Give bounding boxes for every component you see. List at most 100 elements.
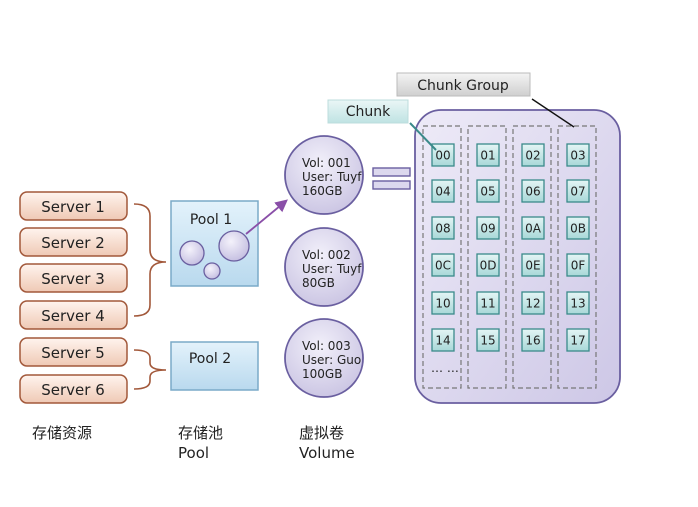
volume-003: Vol: 003 User: Guo 100GB bbox=[284, 318, 364, 398]
chunk-box bbox=[476, 216, 500, 240]
callout-pointer bbox=[531, 98, 575, 128]
chunk-box bbox=[521, 328, 545, 352]
chunk-box bbox=[431, 253, 455, 277]
pool-label: Pool 1 bbox=[190, 212, 232, 228]
chunk-label: 15 bbox=[480, 334, 495, 348]
pool-label: Pool 2 bbox=[189, 351, 231, 367]
chunk-label: 07 bbox=[570, 185, 585, 199]
volume-user: User: Guo bbox=[302, 353, 361, 367]
chunk-label: 0E bbox=[525, 259, 540, 273]
chunk-17: 17 bbox=[566, 328, 590, 352]
chunk-box bbox=[566, 216, 590, 240]
callout-box bbox=[327, 99, 409, 124]
chunk-label: 14 bbox=[435, 334, 450, 348]
server-6: Server 6 bbox=[19, 374, 128, 404]
brace-servers-1-4 bbox=[133, 203, 167, 317]
server-5: Server 5 bbox=[19, 337, 128, 367]
chunk-box bbox=[521, 291, 545, 315]
chunk-label: 09 bbox=[480, 222, 495, 236]
chunk-09: 09 bbox=[476, 216, 500, 240]
chunk-box bbox=[431, 216, 455, 240]
chunk-box bbox=[566, 253, 590, 277]
chunk-box bbox=[521, 216, 545, 240]
server-label: Server 1 bbox=[41, 198, 105, 216]
chunk-16: 16 bbox=[521, 328, 545, 352]
server-3: Server 3 bbox=[19, 263, 128, 293]
volume-size: 100GB bbox=[302, 367, 342, 381]
chunk-0A: 0A bbox=[521, 216, 545, 240]
chunk-01: 01 bbox=[476, 143, 500, 167]
chunk-10: 10 bbox=[431, 291, 455, 315]
chunk-box bbox=[476, 328, 500, 352]
virtual-volume-label-en: Volume bbox=[299, 444, 355, 462]
volume-disk bbox=[284, 135, 364, 215]
chunk-box bbox=[476, 253, 500, 277]
chunk-callout: Chunk bbox=[327, 99, 437, 151]
chunk-label: 13 bbox=[570, 297, 585, 311]
chunk-column-outline bbox=[557, 125, 597, 389]
server-box bbox=[19, 191, 128, 221]
chunk-label: 0C bbox=[435, 259, 451, 273]
chunk-columns bbox=[422, 125, 597, 389]
server-box bbox=[19, 300, 128, 330]
volume-size: 80GB bbox=[302, 276, 335, 290]
chunk-label: 01 bbox=[480, 149, 495, 163]
volume-disk bbox=[284, 227, 364, 307]
volume-001: Vol: 001 User: Tuyf 160GB bbox=[284, 135, 364, 215]
server-2: Server 2 bbox=[19, 227, 128, 257]
chunk-label: 04 bbox=[435, 185, 450, 199]
bubble-icon bbox=[203, 262, 221, 280]
chunk-02: 02 bbox=[521, 143, 545, 167]
chunk-15: 15 bbox=[476, 328, 500, 352]
volume-id: Vol: 001 bbox=[302, 156, 351, 170]
chunk-box bbox=[521, 143, 545, 167]
volume-disk bbox=[284, 318, 364, 398]
volume-user: User: Tuyf bbox=[302, 262, 362, 276]
volume-size: 160GB bbox=[302, 184, 342, 198]
chunk-box bbox=[431, 328, 455, 352]
chunk-box bbox=[476, 179, 500, 203]
server-label: Server 2 bbox=[41, 234, 105, 252]
chunk-column-outline bbox=[467, 125, 507, 389]
server-box bbox=[19, 374, 128, 404]
server-list: Server 1 Server 2 Server 3 Server 4 Serv… bbox=[19, 191, 128, 404]
volume-user: User: Tuyf bbox=[302, 170, 362, 184]
chunk-label: 06 bbox=[525, 185, 540, 199]
chunk-0E: 0E bbox=[521, 253, 545, 277]
pool-2: Pool 2 bbox=[170, 341, 259, 391]
chunk-11: 11 bbox=[476, 291, 500, 315]
chunk-label: 0B bbox=[570, 222, 586, 236]
chunk-ellipsis: … … bbox=[431, 361, 459, 375]
chunk-box bbox=[566, 291, 590, 315]
chunk-04: 04 bbox=[431, 179, 455, 203]
chunk-label: 12 bbox=[525, 297, 540, 311]
chunk-box bbox=[566, 328, 590, 352]
chunk-box bbox=[476, 291, 500, 315]
virtual-volume-label-cn: 虚拟卷 bbox=[299, 424, 344, 442]
server-label: Server 6 bbox=[41, 381, 105, 399]
chunk-12: 12 bbox=[521, 291, 545, 315]
pool-to-volume-arrow bbox=[245, 199, 288, 235]
chunk-0D: 0D bbox=[476, 253, 500, 277]
chunk-label: 02 bbox=[525, 149, 540, 163]
chunk-07: 07 bbox=[566, 179, 590, 203]
chunk-box bbox=[476, 143, 500, 167]
chunk-box bbox=[431, 179, 455, 203]
chunk-08: 08 bbox=[431, 216, 455, 240]
callout-label: Chunk Group bbox=[417, 78, 509, 94]
callout-box bbox=[396, 72, 531, 97]
chunk-column-outline bbox=[512, 125, 552, 389]
volume-id: Vol: 003 bbox=[302, 339, 351, 353]
chunk-label: 0D bbox=[480, 259, 497, 273]
chunk-box bbox=[521, 253, 545, 277]
chunk-label: 10 bbox=[435, 297, 450, 311]
storage-pool-label-en: Pool bbox=[178, 444, 209, 462]
server-1: Server 1 bbox=[19, 191, 128, 221]
chunk-box bbox=[431, 143, 455, 167]
storage-resource-label: 存储资源 bbox=[32, 424, 92, 442]
chunk-label: 16 bbox=[525, 334, 540, 348]
chunk-13: 13 bbox=[566, 291, 590, 315]
chunk-box bbox=[521, 179, 545, 203]
chunk-0F: 0F bbox=[566, 253, 590, 277]
chunk-label: 00 bbox=[435, 149, 450, 163]
